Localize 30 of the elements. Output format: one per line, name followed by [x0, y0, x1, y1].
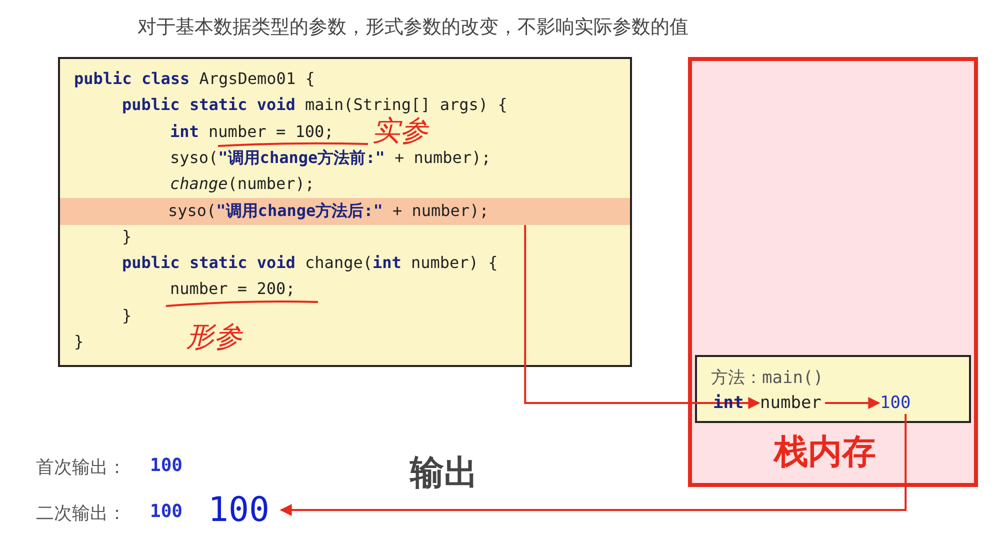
code-panel: [58, 57, 632, 367]
output-label: 首次输出：: [36, 456, 126, 479]
arrow: [825, 397, 880, 409]
code-line: public static void change(int number) {: [122, 253, 498, 272]
code-line: }: [122, 226, 132, 246]
frame-title: 方法：main(): [711, 367, 824, 389]
stack-memory-box: [688, 57, 978, 487]
code-line: number = 200;: [170, 279, 296, 298]
code-line: }: [122, 306, 132, 325]
code-line: public static void main(String[] args) {: [122, 95, 508, 114]
value-text: 100: [880, 392, 912, 414]
code-line: syso("调用change方法前:" + number);: [170, 148, 491, 169]
output-label: 二次输出：: [36, 502, 126, 525]
handwritten-note: 实参: [372, 114, 428, 149]
output-value: 100: [150, 501, 183, 522]
code-line: }: [74, 332, 84, 351]
code-line: syso("调用change方法后:" + number);: [168, 201, 489, 222]
code-line: int number = 100;: [170, 122, 334, 141]
output-value: 100: [150, 455, 183, 476]
code-line: change(number);: [170, 174, 314, 194]
memory-label: 栈内存: [774, 431, 876, 474]
title: 对于基本数据类型的参数，形式参数的改变，不影响实际参数的值: [136, 15, 690, 40]
output-value: 100: [208, 490, 280, 530]
arrow: [280, 414, 907, 516]
method-frame: [695, 355, 971, 423]
handwritten-note: 形参: [186, 319, 242, 355]
code-line: public class ArgsDemo01 {: [74, 69, 315, 88]
arrow: [524, 225, 760, 409]
section-heading: 输出: [410, 452, 478, 495]
variable-name: number: [760, 392, 824, 414]
